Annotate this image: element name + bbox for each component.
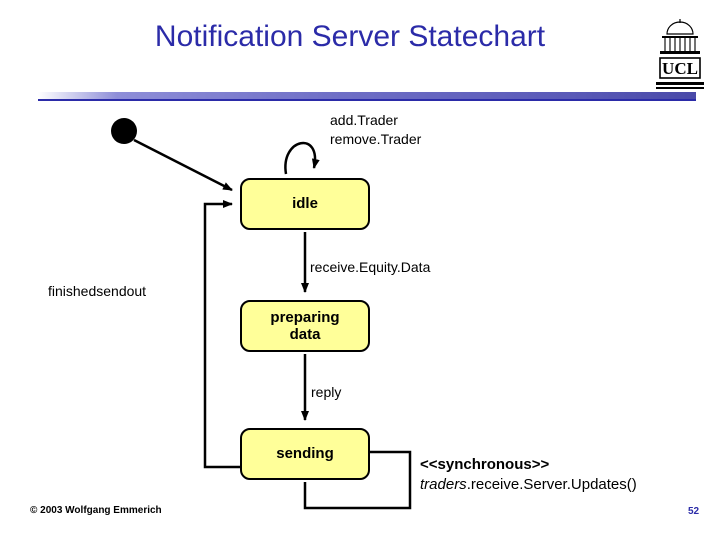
page-number: 52 [688, 506, 700, 517]
call-target: traders [420, 475, 467, 493]
title-divider [38, 92, 696, 99]
state-idle[interactable]: idle [240, 178, 370, 230]
transition-label-receive: receive.Equity.Data [310, 259, 431, 275]
page-title: Notification Server Statechart [154, 20, 546, 53]
call-expression: traders.receive.Server.Updates() [420, 475, 637, 495]
state-sending-label: sending [276, 445, 334, 463]
initial-state-marker [111, 118, 137, 144]
synchronous-annotation: <<synchronous>> traders.receive.Server.U… [420, 455, 637, 494]
call-rest: .receive.Server.Updates() [466, 475, 637, 493]
ucl-logo: UCL [648, 18, 712, 90]
copyright-notice: © 2003 Wolfgang Emmerich [30, 505, 162, 516]
state-preparing-label: preparing data [270, 308, 340, 343]
svg-text:UCL: UCL [662, 59, 698, 78]
title-divider-thin [38, 99, 696, 101]
stereotype-label: <<synchronous>> [420, 456, 550, 473]
state-preparing[interactable]: preparing data [240, 300, 370, 352]
state-idle-label: idle [292, 195, 318, 213]
transition-label-reply: reply [311, 384, 342, 400]
transition-label-finished: finishedsendout [48, 283, 147, 299]
state-sending[interactable]: sending [240, 428, 370, 480]
transition-label-add-remove: add.Trader remove.Trader [330, 112, 422, 147]
